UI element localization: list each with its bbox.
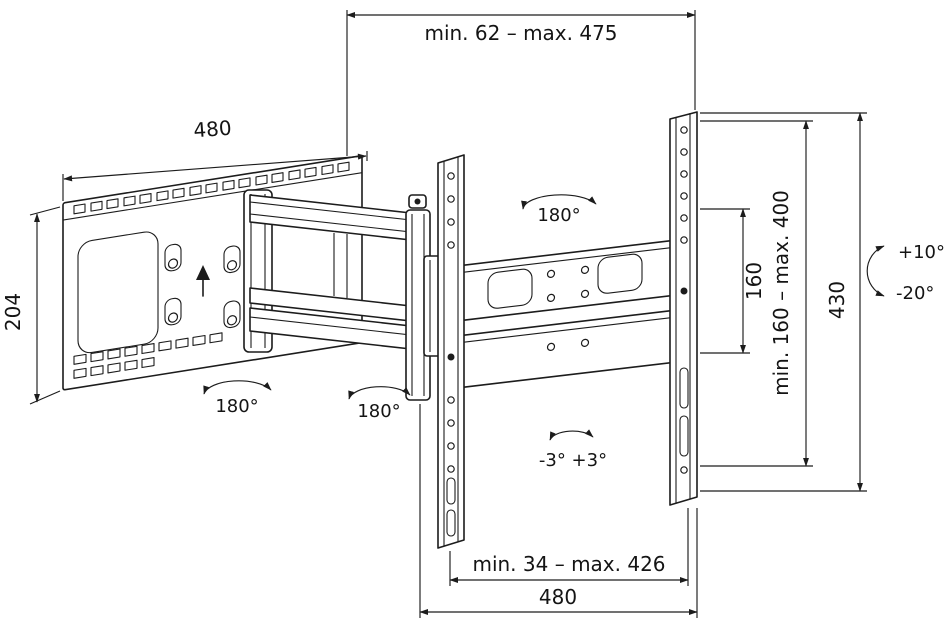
- crossbar-assembly: [443, 237, 691, 391]
- swivel-panel-label: 180°: [537, 205, 580, 226]
- tv-rail-left: [437, 154, 465, 549]
- wall-plate-keyholes: [164, 243, 241, 329]
- crossbar-cutout-left: [487, 268, 533, 309]
- tilt-arrow-icon: [866, 245, 885, 297]
- rail-bolt: [447, 353, 455, 361]
- dim-plate-width: 480: [62, 116, 368, 201]
- dim-wall-distance-label: min. 62 – max. 475: [424, 21, 617, 45]
- level-annotation: -3° +3°: [539, 429, 607, 471]
- lower-crossbar: [443, 307, 691, 391]
- dim-bracket-width: 480: [419, 404, 698, 618]
- dim-vesa-range: min. 160 – max. 400: [700, 120, 813, 467]
- swivel-arm-left-annotation: 180°: [203, 380, 272, 417]
- tilt-annotation: +10° -20°: [866, 242, 945, 304]
- dim-bracket-width-label: 480: [539, 585, 577, 609]
- orientation-up-arrow-icon: [196, 265, 210, 297]
- dim-bracket-height: 430: [700, 112, 867, 492]
- tv-rail-right: [669, 111, 698, 506]
- wall-plate-bottom-slots: [73, 332, 223, 379]
- dim-plate-width-label: 480: [193, 116, 233, 143]
- dim-vesa-height: 160: [700, 208, 766, 354]
- tilt-down-label: -20°: [896, 283, 934, 304]
- wall-plate: [62, 155, 363, 391]
- dim-plate-height: 204: [1, 206, 61, 405]
- dim-vesa-height-label: 160: [742, 262, 766, 300]
- swivel-panel-annotation: 180°: [521, 194, 597, 226]
- rotation-arrow-icon: [203, 380, 272, 395]
- rail-bolt: [680, 287, 688, 295]
- dim-wall-distance: min. 62 – max. 475: [346, 10, 696, 156]
- rotation-arrow-icon: [521, 194, 597, 210]
- rotation-arrow-icon: [348, 386, 411, 400]
- level-range-label: -3° +3°: [539, 450, 607, 471]
- wall-plate-opening: [77, 231, 159, 354]
- swivel-arm-left-label: 180°: [215, 396, 258, 417]
- level-arrow-icon: [549, 429, 594, 441]
- dim-vesa-range-label: min. 160 – max. 400: [769, 190, 793, 396]
- dim-tv-width-range-label: min. 34 – max. 426: [472, 552, 665, 576]
- dim-tv-width-range: min. 34 – max. 426: [449, 508, 689, 586]
- tilt-up-label: +10°: [898, 242, 945, 263]
- swivel-arm-mid-annotation: 180°: [348, 386, 411, 422]
- crossbar-cutout-right: [597, 253, 643, 294]
- upper-crossbar: [443, 237, 691, 324]
- dim-plate-height-label: 204: [1, 293, 25, 331]
- dim-bracket-height-label: 430: [825, 281, 849, 319]
- swivel-arm-mid-label: 180°: [357, 401, 400, 422]
